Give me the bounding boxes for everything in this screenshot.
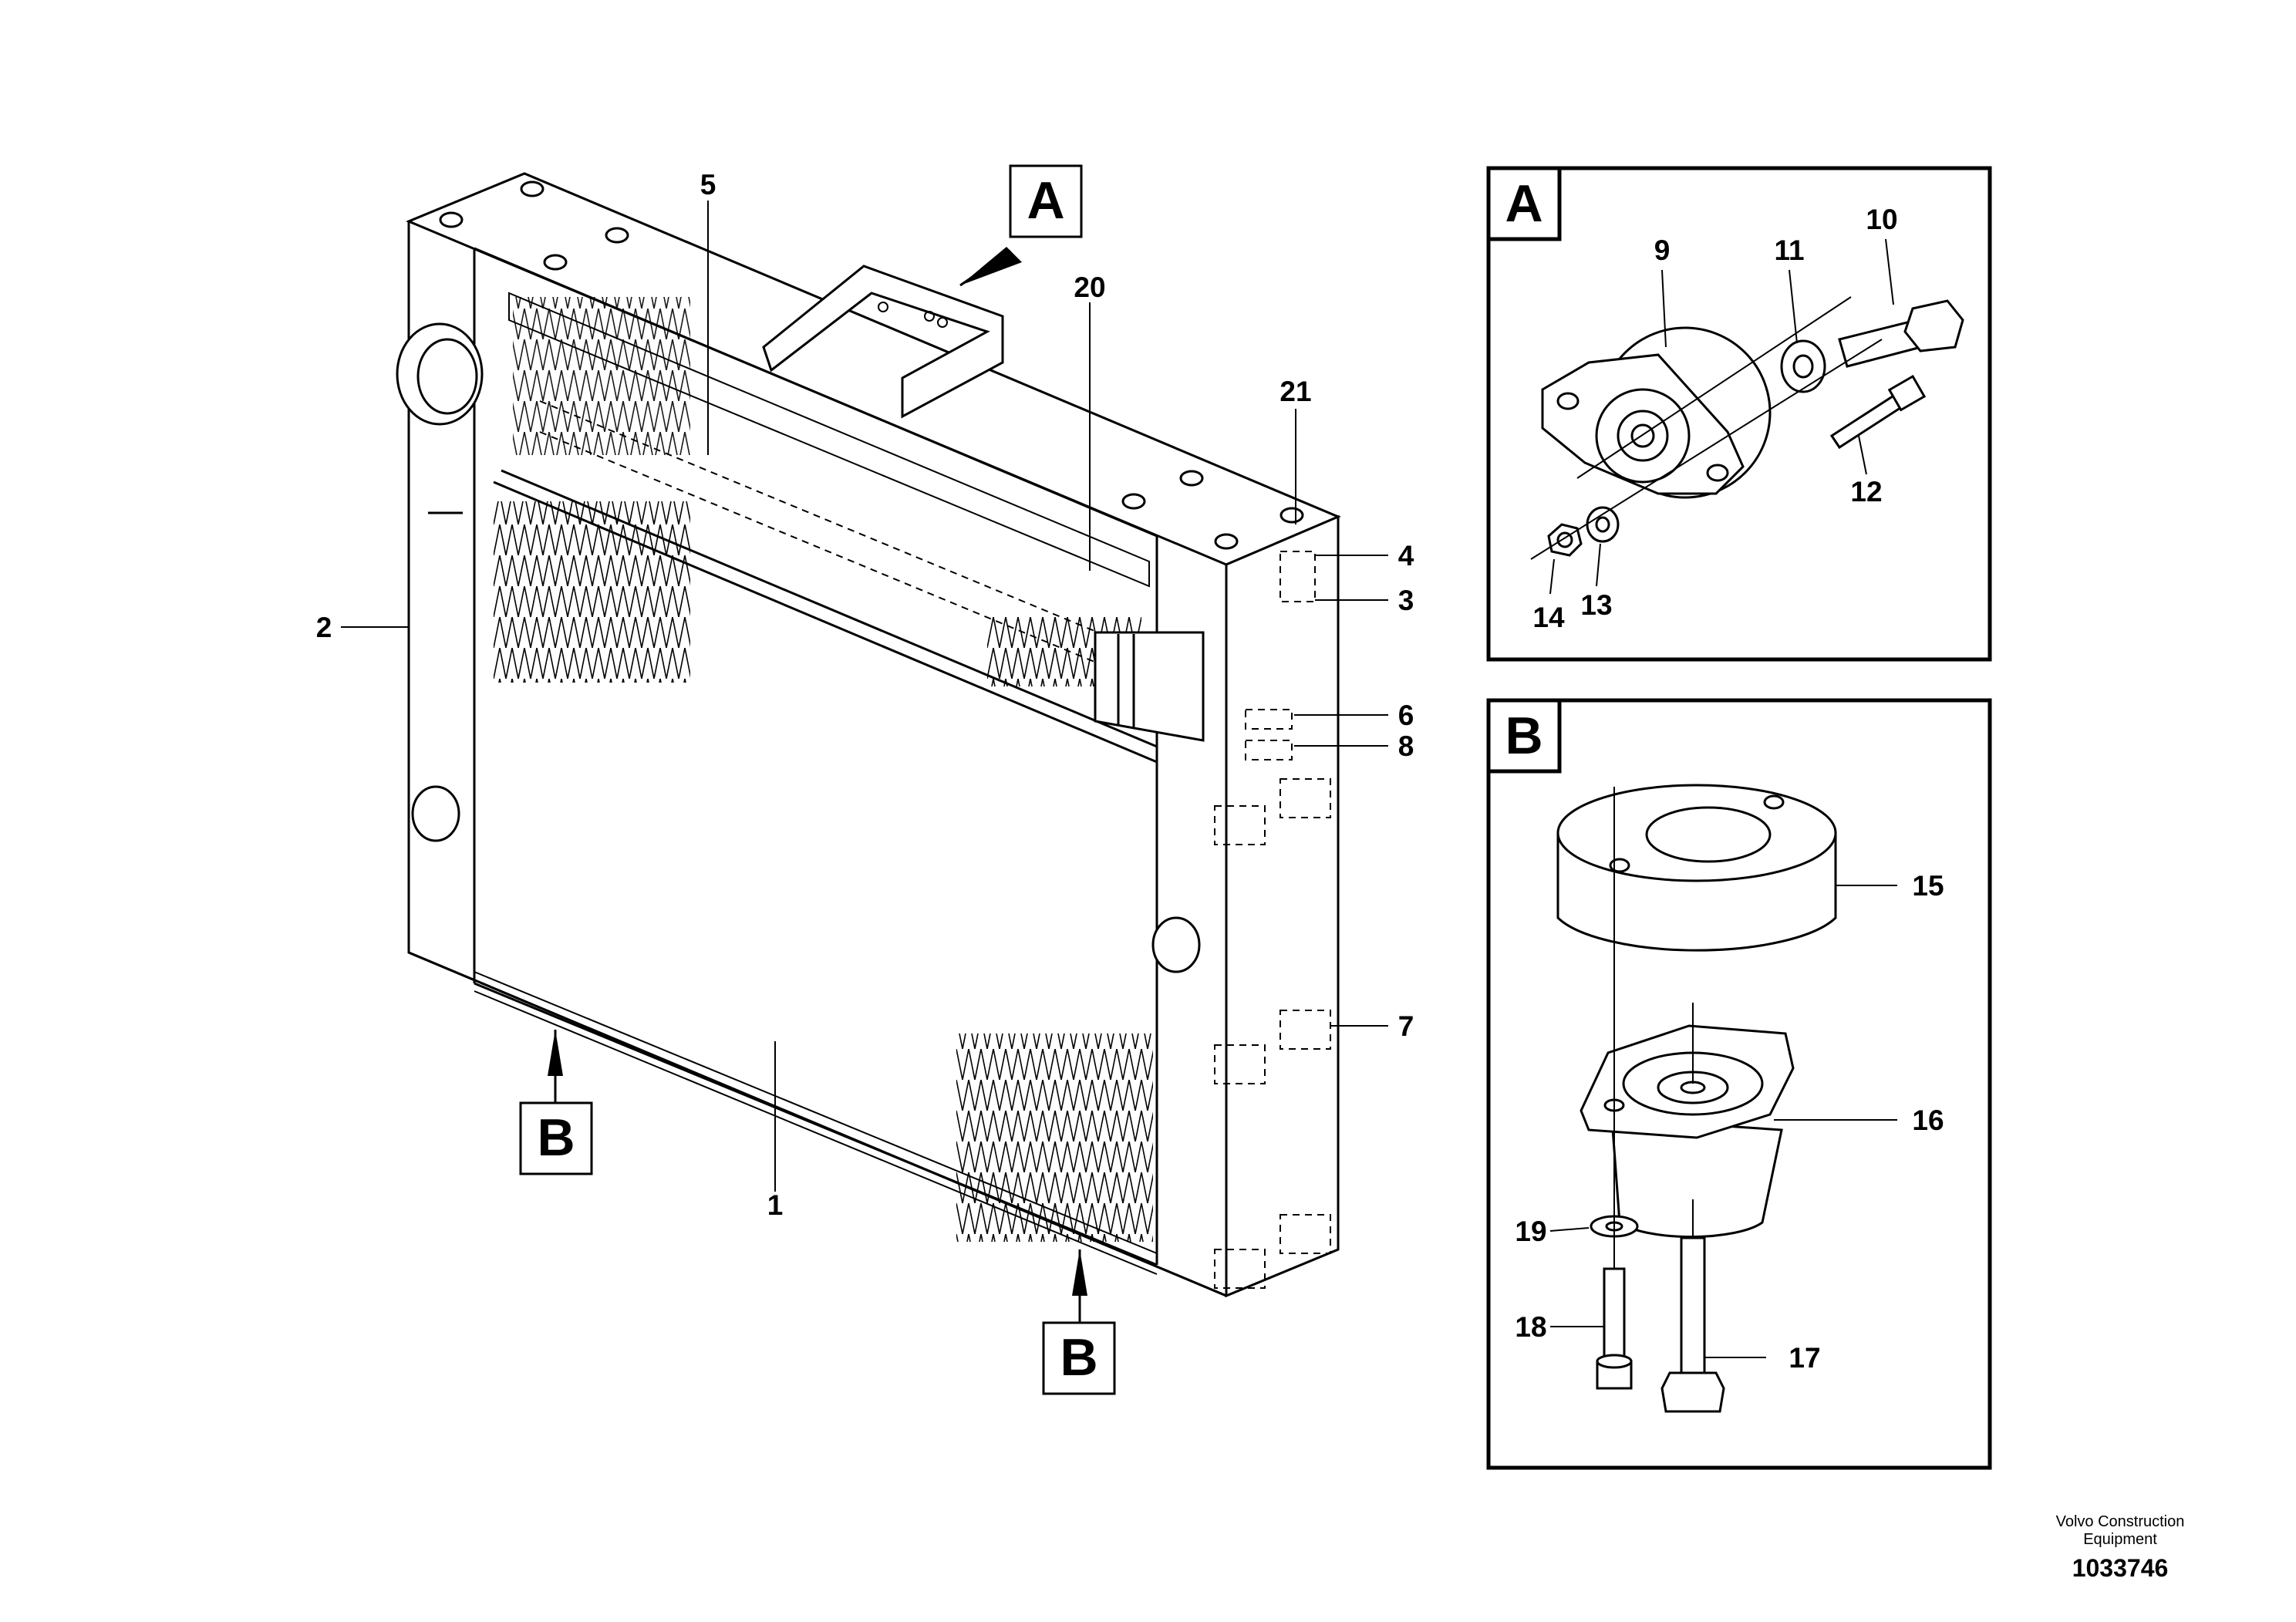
document-number: 1033746 [2072,1554,2169,1582]
view-arrow-b-left [548,1030,563,1103]
nut-14 [1547,523,1583,557]
radiator-assembly [396,172,1341,1298]
spacer-15 [1556,784,1837,952]
callout-8: 8 [1398,730,1414,762]
view-label-b-right-text: B [1060,1328,1097,1387]
main-callouts: 1 2 3 4 5 6 7 8 20 21 [316,169,1414,1221]
frame-bolts [439,180,1304,550]
callout-17: 17 [1789,1342,1820,1374]
callout-20: 20 [1074,271,1105,303]
callout-6: 6 [1398,700,1414,731]
upper-core [508,292,1150,588]
rubber-mount-16 [1580,1024,1795,1239]
callout-10: 10 [1866,204,1897,235]
callout-12: 12 [1850,476,1882,508]
callout-11: 11 [1774,234,1804,266]
view-arrow-b-right [1072,1249,1087,1323]
washer-11 [1780,339,1826,393]
lower-left-port [411,785,460,842]
washer-13 [1586,506,1620,543]
view-label-b-left-text: B [537,1108,575,1167]
right-side-plate [1225,514,1340,1298]
upper-left-port [396,322,484,426]
screw-18 [1596,1267,1633,1390]
detail-panel-b: B [1486,698,1992,1470]
side-hidden-parts [1214,551,1331,1289]
hose-connection [1094,631,1205,742]
callout-5: 5 [700,169,716,201]
brand-line-2: Equipment [2083,1531,2157,1548]
view-arrow-a [959,247,1022,287]
callout-9: 9 [1654,234,1671,266]
rubber-mount-9 [1541,326,1772,499]
mounting-bracket [762,265,1004,419]
brand-line-1: Volvo Construction [2055,1513,2185,1530]
callout-15: 15 [1912,870,1944,902]
callout-16: 16 [1912,1104,1944,1136]
callout-14: 14 [1532,602,1565,633]
callout-2: 2 [316,612,332,643]
detail-panel-a: A [1486,166,1992,662]
view-label-b-right: B [1042,1321,1116,1395]
screw-12 [1829,374,1927,450]
view-label-a-text: A [1027,171,1064,230]
callout-19: 19 [1515,1216,1546,1247]
detail-panel-a-title: A [1505,174,1542,233]
leader-lines [341,201,1388,1192]
callout-3: 3 [1398,585,1414,616]
view-label-a: A [1009,164,1083,238]
callout-7: 7 [1398,1010,1414,1042]
callout-4: 4 [1398,540,1414,572]
callout-13: 13 [1580,589,1612,621]
callout-1: 1 [767,1189,784,1221]
detail-panel-b-title: B [1505,706,1542,765]
callout-18: 18 [1515,1311,1546,1343]
brand-caption: Volvo Construction Equipment [2004,1513,2236,1549]
view-label-b-left: B [519,1101,593,1175]
bolt-10 [1838,299,1964,368]
callout-21: 21 [1279,376,1311,407]
right-port [1151,916,1201,973]
bolt-17 [1660,1236,1725,1413]
